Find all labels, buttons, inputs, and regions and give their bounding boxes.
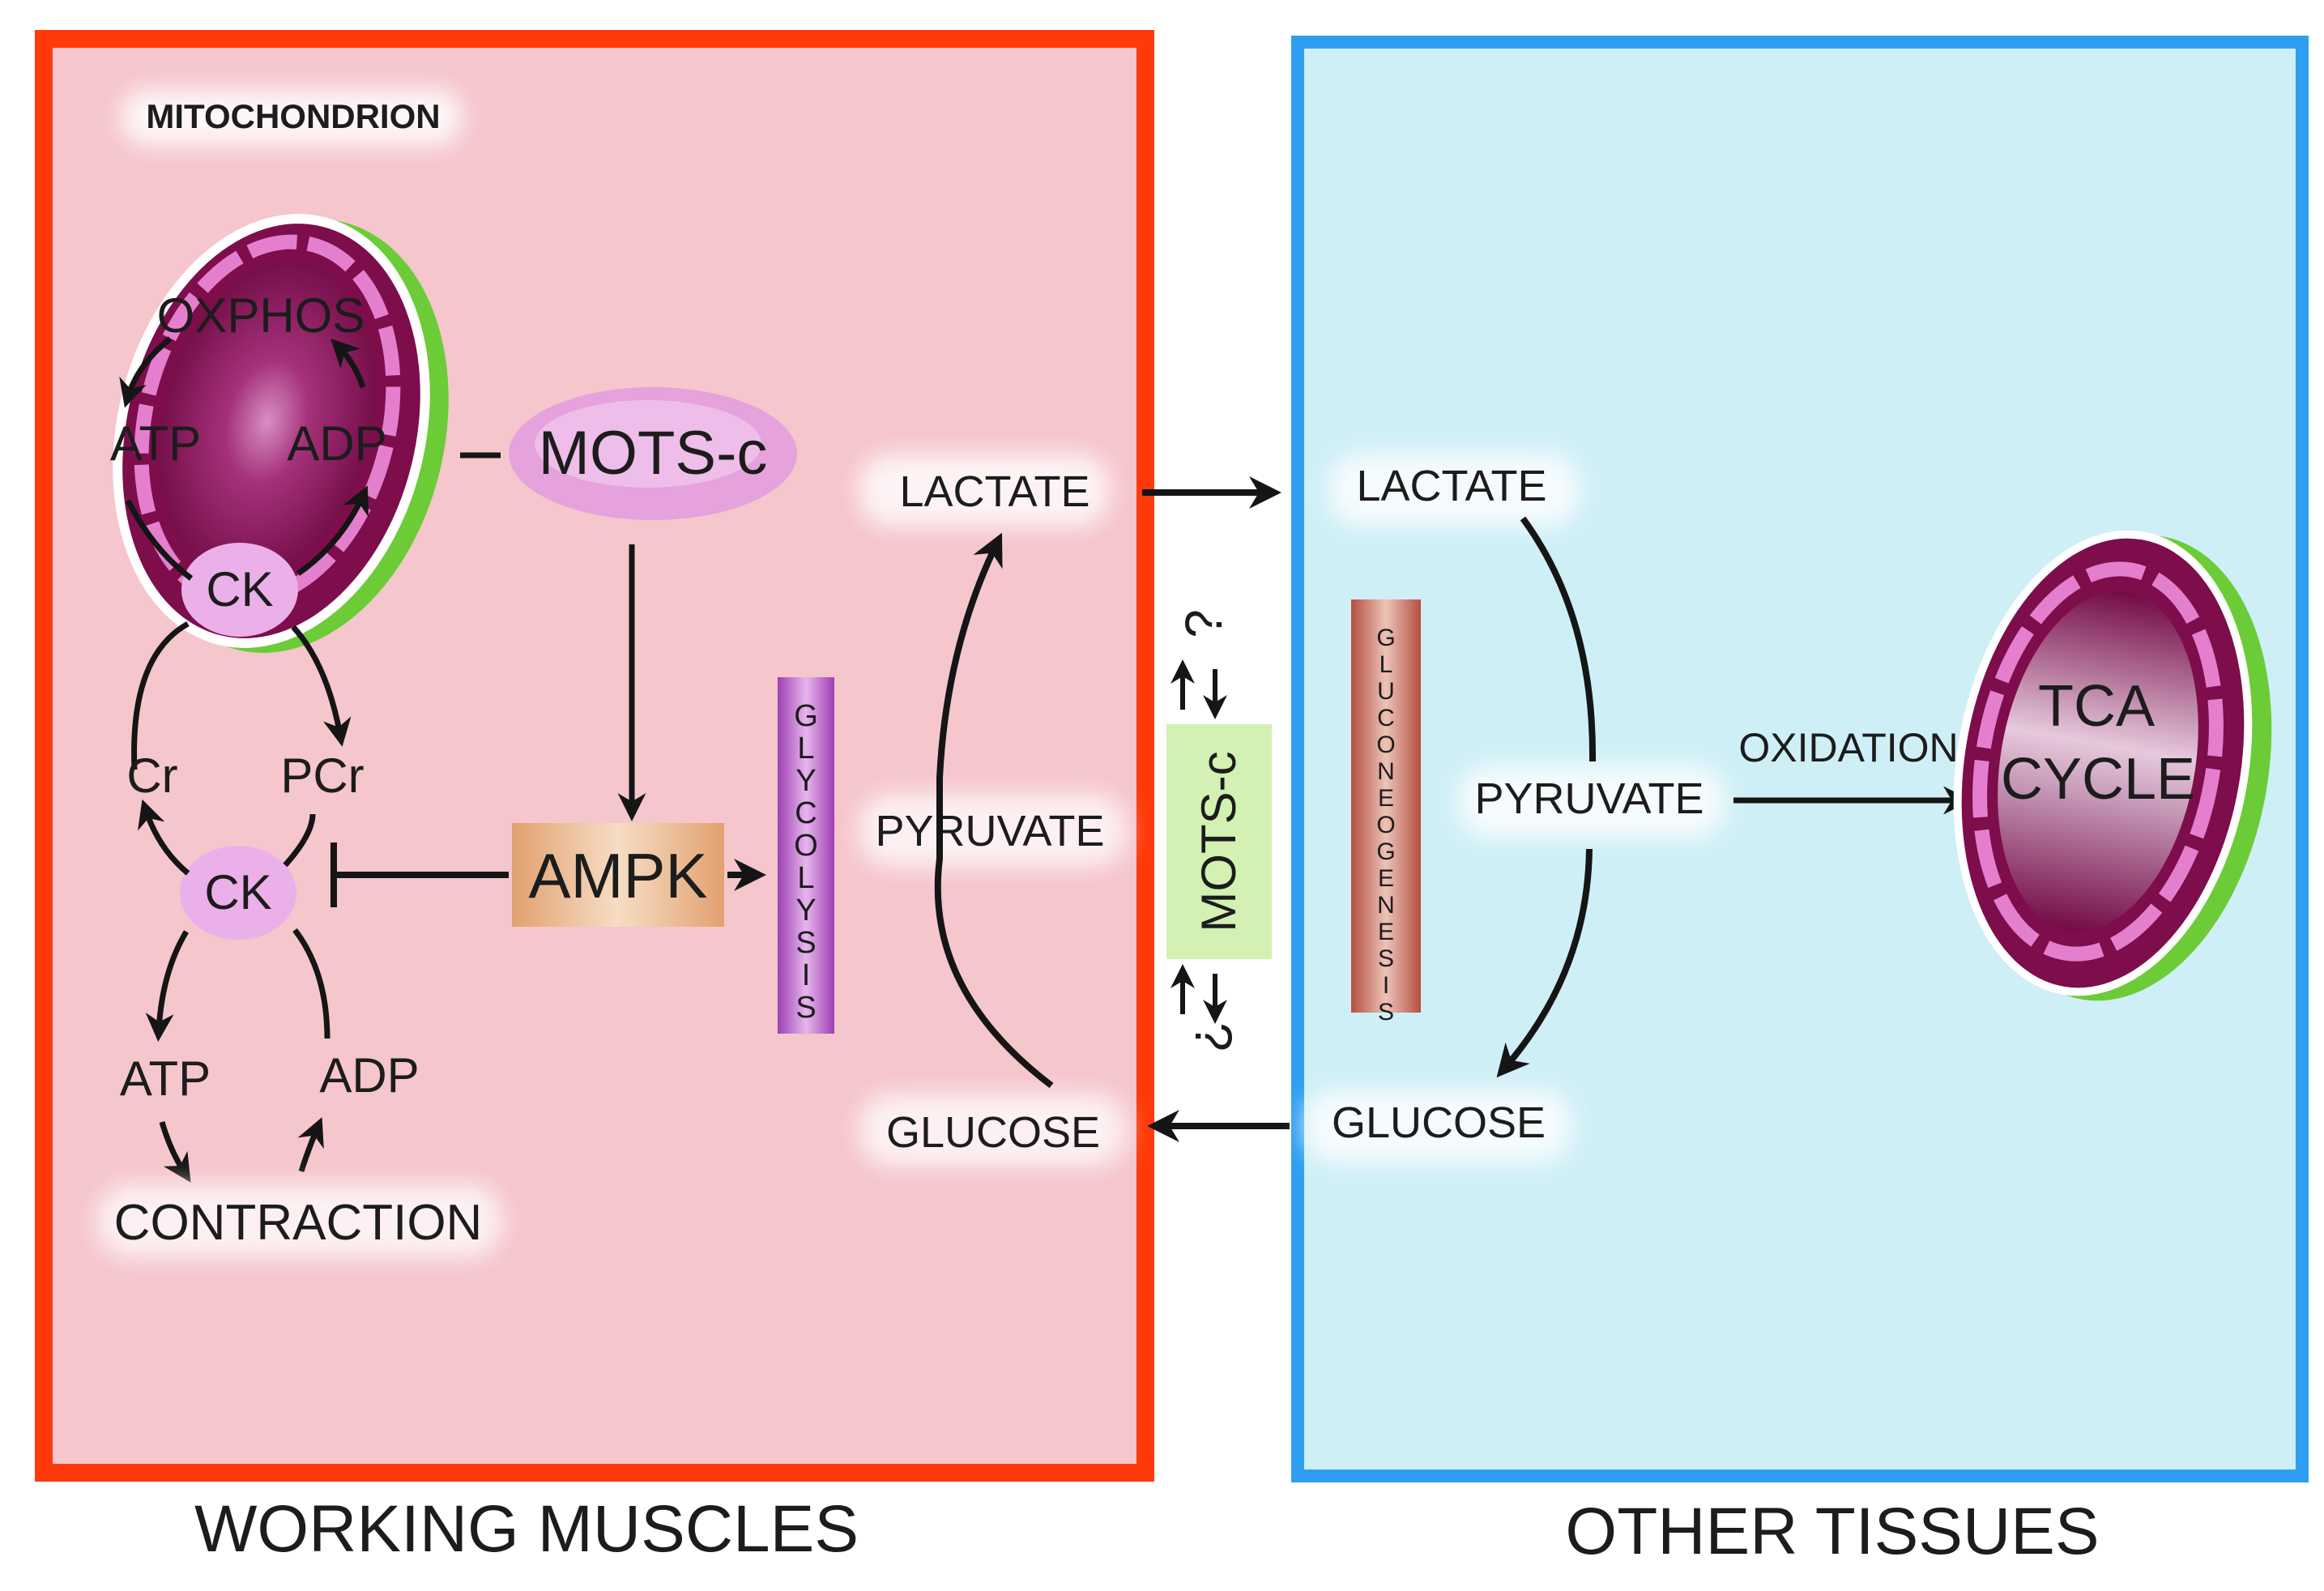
cycle-label: CYCLE [2001, 747, 2195, 812]
motsc-label: MOTS-c [539, 419, 768, 488]
ampk-box: AMPK [512, 823, 724, 927]
ampk-label: AMPK [528, 840, 707, 911]
center-exchange-arrows-top [1171, 659, 1227, 719]
working-muscles-caption: WORKING MUSCLES [194, 1492, 859, 1566]
adp-top-label: ADP [287, 416, 386, 471]
ck-bottom-node: CK [180, 846, 296, 940]
question-bottom: ? [1184, 1022, 1243, 1051]
adp-bottom-label: ADP [319, 1048, 419, 1103]
center-exchange-arrows-bottom [1171, 964, 1227, 1024]
muscle-glucose-label: GLUCOSE [886, 1108, 1100, 1157]
tissue-pyruvate-label: PYRUVATE [1474, 774, 1704, 823]
oxidation-label: OXIDATION [1738, 725, 1958, 770]
mitochondrion-organelle [113, 214, 449, 653]
tissue-glucose-label: GLUCOSE [1332, 1098, 1546, 1147]
tissue-lactate-label: LACTATE [1356, 462, 1546, 510]
question-top: ? [1175, 609, 1233, 638]
ck-top-label: CK [206, 562, 273, 616]
atp-bottom-label: ATP [120, 1051, 211, 1106]
other-tissues-caption: OTHER TISSUES [1565, 1495, 2099, 1568]
tca-label: TCA [2038, 674, 2155, 739]
ampk-inhibition [330, 842, 509, 907]
atp-top-label: ATP [110, 416, 201, 471]
center-motsc-label: MOTS-c [1192, 751, 1246, 932]
motsc-oval: MOTS-c [509, 387, 797, 520]
muscle-pyruvate-label: PYRUVATE [875, 807, 1104, 855]
center-motsc-box: MOTS-c [1166, 724, 1272, 959]
tissue-mitochondrion [1953, 530, 2272, 1001]
gluconeogenesis-pathway-arrow [1496, 516, 1597, 1078]
oxphos-label: OXPHOS [157, 288, 365, 343]
ck-bottom-arrows [138, 799, 330, 1183]
ck-bottom-label: CK [204, 865, 271, 919]
mitochondrion-arrows [119, 336, 369, 770]
ck-top-node: CK [181, 543, 298, 637]
mitochondrion-label: MITOCHONDRION [146, 97, 440, 135]
cr-label: Cr [126, 749, 177, 803]
contraction-label: CONTRACTION [114, 1195, 483, 1251]
glycolysis-pathway-arrow [934, 532, 1054, 1089]
muscle-lactate-label: LACTATE [899, 467, 1090, 516]
pcr-label: PCr [280, 749, 364, 803]
